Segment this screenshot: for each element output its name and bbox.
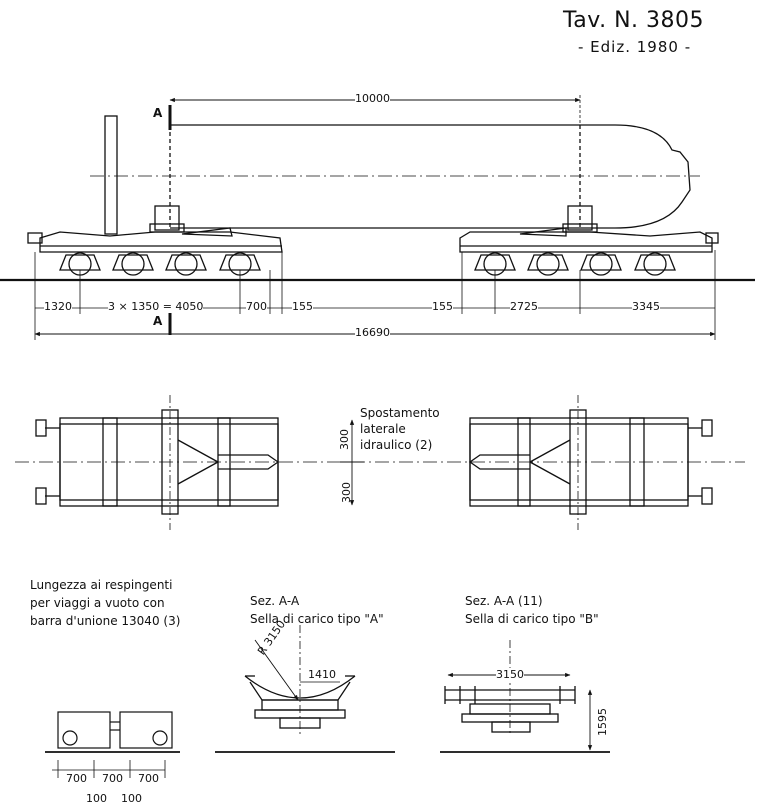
section-b-saddle [440,640,610,753]
dim-3345: 3345 [632,300,660,313]
dim-10000: 10000 [355,92,390,105]
tank-end-plate [104,115,118,235]
dim-2725: 2725 [510,300,538,313]
coupling-detail [45,711,180,778]
dim-155-left: 155 [292,300,313,313]
section-marker-top: A [153,106,163,120]
left-frame-plan [35,395,280,530]
plan-view [15,395,745,530]
lateral-shift-note-1: Spostamento [360,406,440,420]
dim-total-length: 16690 [355,326,390,339]
right-frame-plan [468,395,713,530]
drawing-number: Tav. N. 3805 [563,8,705,33]
coupling-dim-700-c: 700 [138,772,159,785]
right-bogie-group [459,205,719,276]
drawing-edition: - Ediz. 1980 - [578,38,692,56]
offset-300-bottom: 300 [340,482,353,503]
section-a-saddle [215,625,395,753]
coupling-dim-700-a: 700 [66,772,87,785]
dim-155-right: 155 [432,300,453,313]
section-a-title: Sez. A-A [250,594,300,608]
section-b-width: 3150 [496,668,524,681]
section-marker-bottom: A [153,314,163,328]
side-view [0,95,755,340]
tank-body [90,124,700,229]
empty-travel-note-2: per viaggi a vuoto con [30,596,165,610]
lateral-shift-note-2: laterale [360,422,406,436]
coupling-dim-700-b: 700 [102,772,123,785]
offset-300-top: 300 [338,429,351,450]
dim-1320: 1320 [44,300,72,313]
section-b-height: 1595 [596,708,609,736]
coupling-dim-100-b: 100 [121,792,142,805]
dim-bogie-spacing: 3 × 1350 = 4050 [108,300,204,313]
section-a-width: 1410 [308,668,336,681]
dim-700: 700 [246,300,267,313]
section-b-subtitle: Sella di carico tipo "B" [465,612,599,626]
empty-travel-note-1: Lungezza ai respingenti [30,578,173,592]
coupling-dim-100-a: 100 [86,792,107,805]
section-a-subtitle: Sella di carico tipo "A" [250,612,384,626]
section-b-title: Sez. A-A (11) [465,594,543,608]
left-bogie-group [27,205,283,276]
lateral-shift-note-3: idraulico (2) [360,438,433,452]
empty-travel-note-3: barra d'unione 13040 (3) [30,614,181,628]
